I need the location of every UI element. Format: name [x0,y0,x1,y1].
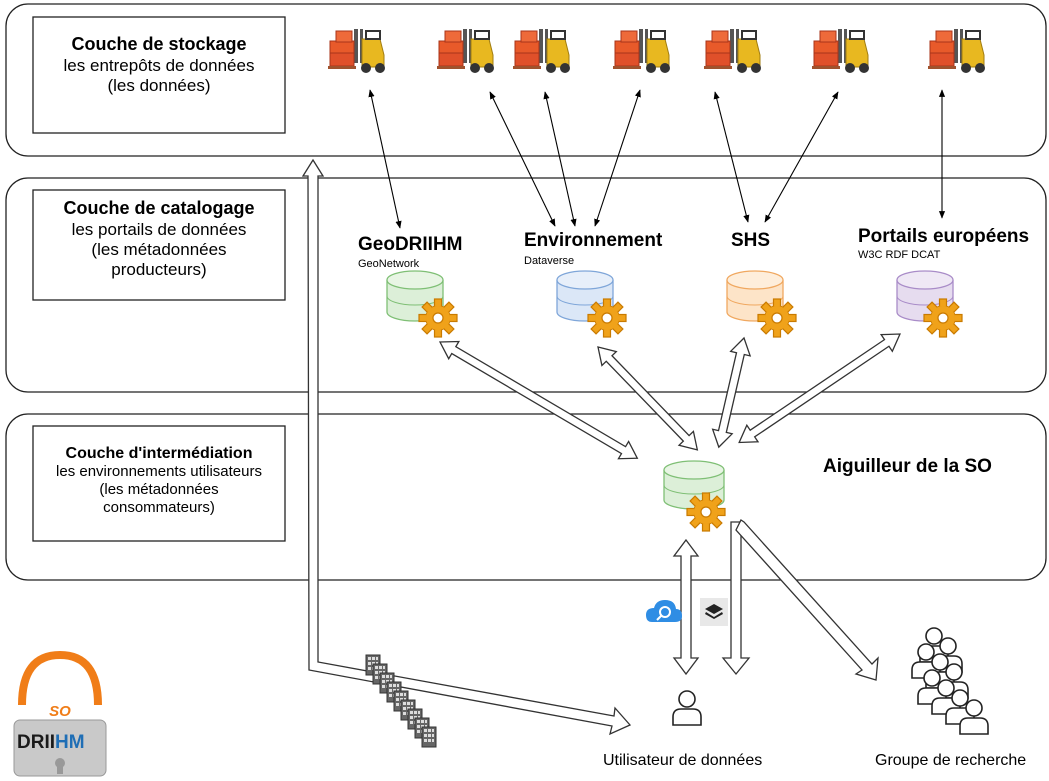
portal-subtitle-europe: W3C RDF DCAT [858,249,941,261]
catalog-label-box [32,189,286,301]
portal-subtitle-geodriihm: GeoNetwork [358,258,420,270]
research-group-icon [911,627,989,735]
portal-db-geodriihm [386,270,458,338]
catalog-line1: les portails de données [71,219,247,239]
svg-text:DRIIHM: DRIIHM [17,732,85,753]
switch-db [663,460,726,532]
portal-title-environnement: Environnement [524,230,663,251]
catalog-title: Couche de catalogage [63,198,255,218]
portal-db-europe [896,270,963,338]
portal-subtitle-environnement: Dataverse [524,255,575,267]
portal-db-shs [726,270,797,338]
storage-line1: les entrepôts de données [63,55,255,75]
storage-title: Couche de stockage [71,34,247,54]
dataset-stack-icon [365,654,437,748]
user-label: Utilisateur de données [603,752,763,769]
user-icon [672,690,702,726]
logo-so-text: SO [49,703,71,720]
intermediation-line3: consommateurs) [103,499,215,517]
logo-driihm-b: HM [55,732,85,753]
switch-user-arrows [672,519,879,681]
driihm-logo: SO DRIIHM [13,650,107,777]
portal-title-europe: Portails européens [858,226,1030,247]
intermediation-title: Couche d'intermédiation [65,445,253,462]
layers-icon [700,598,728,626]
catalog-line2: (les métadonnées [91,239,227,259]
gear-icon [418,298,458,338]
logo-driihm-a: DRII [17,732,55,753]
portal-title-shs: SHS [731,230,771,251]
portal-switch-double-arrows [438,333,902,460]
storage-portal-connectors [368,89,946,229]
portal-db-environnement [556,270,627,338]
gear-icon [757,298,797,338]
intermediation-label-box [32,425,286,542]
group-label: Groupe de recherche [875,752,1027,769]
storage-label-box [32,16,286,134]
intermediation-line2: (les métadonnées [99,481,219,499]
catalog-line3: producteurs) [111,260,207,280]
intermediation-layer-label: Couche d'intermédiation les environnemen… [33,444,285,517]
gear-icon [587,298,627,338]
storage-line2: (les données) [107,75,211,95]
gear-icon [686,492,726,532]
intermediation-line1: les environnements utilisateurs [56,463,262,481]
catalog-layer-label: Couche de catalogage les portails de don… [33,198,285,281]
portal-title-geodriihm: GeoDRIIHM [358,234,463,255]
data-return-arrow [301,158,632,736]
storage-layer-label: Couche de stockage les entrepôts de donn… [33,34,285,96]
switch-title: Aiguilleur de la SO [823,456,992,477]
cloud-search-icon [646,600,682,622]
gear-icon [923,298,963,338]
